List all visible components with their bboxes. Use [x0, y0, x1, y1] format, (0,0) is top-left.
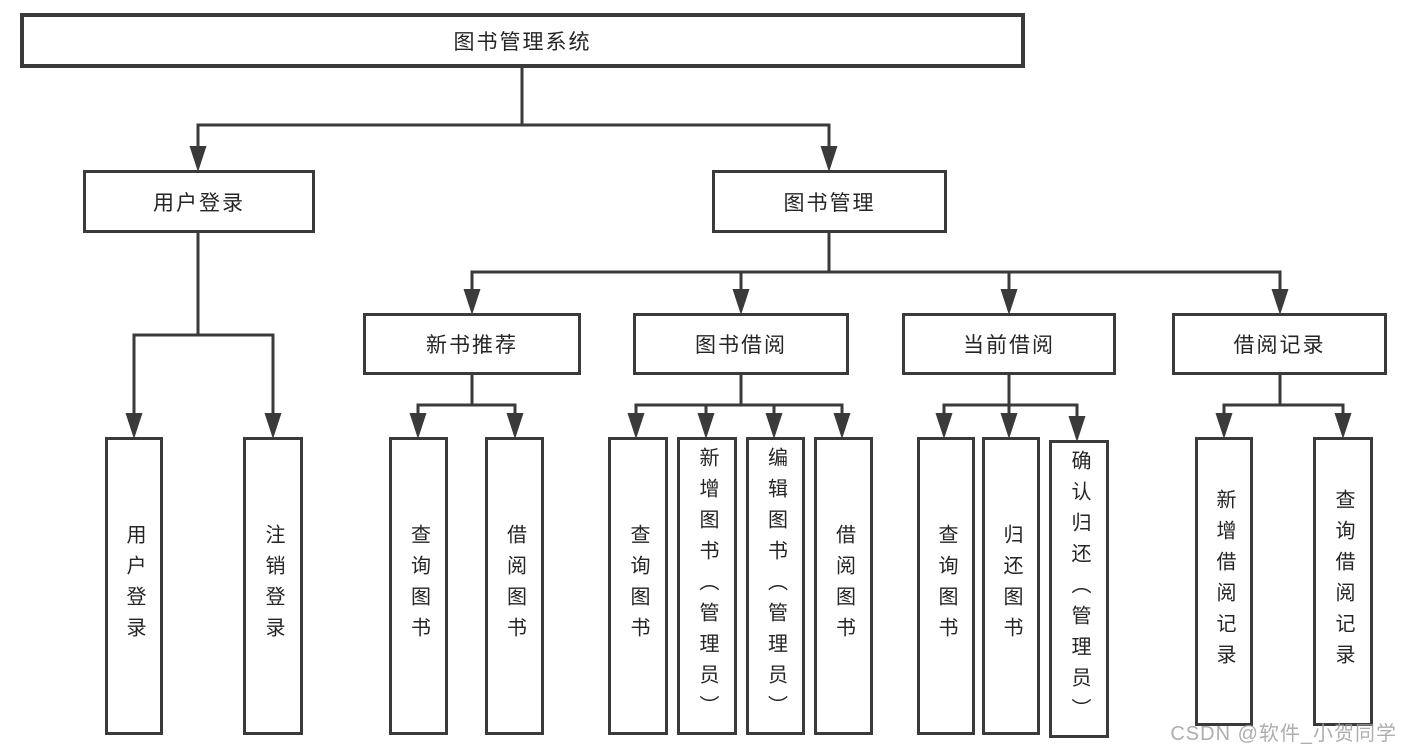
node-user-login: 用户登录 [83, 170, 315, 233]
node-borrow-records: 借阅记录 [1172, 313, 1387, 375]
node-new-book-recommend-label: 新书推荐 [426, 334, 518, 357]
leaf-bb-add-book: 新增图书（管理员） [677, 437, 737, 735]
leaf-bb-add-book-label: 新增图书（管理员） [696, 446, 718, 726]
node-current-borrow: 当前借阅 [902, 313, 1116, 375]
node-book-management-label: 图书管理 [783, 191, 876, 215]
leaf-cb-confirm-return-label: 确认归还（管理员） [1068, 449, 1090, 729]
leaf-bb-edit-book-label: 编辑图书（管理员） [764, 446, 787, 726]
node-current-borrow-label: 当前借阅 [963, 334, 1055, 357]
leaf-cb-query-book-label: 查询图书 [935, 524, 957, 648]
leaf-br-add-record: 新增借阅记录 [1195, 437, 1253, 726]
leaf-cb-confirm-return: 确认归还（管理员） [1049, 440, 1109, 738]
node-borrow-records-label: 借阅记录 [1233, 334, 1326, 357]
leaf-cb-query-book: 查询图书 [917, 437, 975, 735]
leaf-rec-query-book: 查询图书 [389, 437, 448, 735]
leaf-rec-query-book-label: 查询图书 [407, 524, 430, 648]
leaf-br-query-record-label: 查询借阅记录 [1332, 488, 1354, 675]
leaf-bb-borrow-book-label: 借阅图书 [832, 524, 855, 648]
node-book-borrow: 图书借阅 [633, 313, 849, 375]
leaf-user-login-label: 用户登录 [123, 524, 145, 648]
leaf-user-login: 用户登录 [105, 437, 163, 735]
node-book-borrow-label: 图书借阅 [695, 334, 787, 357]
leaf-bb-borrow-book: 借阅图书 [814, 437, 873, 735]
leaf-cb-return-book-label: 归还图书 [1000, 524, 1022, 648]
leaf-bb-query-book: 查询图书 [608, 437, 668, 735]
leaf-rec-borrow-book-label: 借阅图书 [503, 524, 526, 648]
leaf-rec-borrow-book: 借阅图书 [485, 437, 544, 735]
leaf-bb-edit-book: 编辑图书（管理员） [746, 437, 805, 735]
leaf-cb-return-book: 归还图书 [982, 437, 1040, 735]
leaf-logout: 注销登录 [243, 437, 303, 735]
leaf-br-query-record: 查询借阅记录 [1313, 437, 1373, 726]
node-root-label: 图书管理系统 [453, 30, 592, 54]
node-user-login-label: 用户登录 [153, 191, 245, 215]
leaf-br-add-record-label: 新增借阅记录 [1213, 488, 1235, 675]
leaf-bb-query-book-label: 查询图书 [627, 524, 649, 648]
node-root: 图书管理系统 [20, 13, 1025, 68]
node-book-management: 图书管理 [712, 170, 947, 233]
csdn-watermark: CSDN @软件_小贺同学 [1170, 723, 1397, 745]
leaf-logout-label: 注销登录 [262, 524, 284, 648]
node-new-book-recommend: 新书推荐 [363, 313, 581, 375]
